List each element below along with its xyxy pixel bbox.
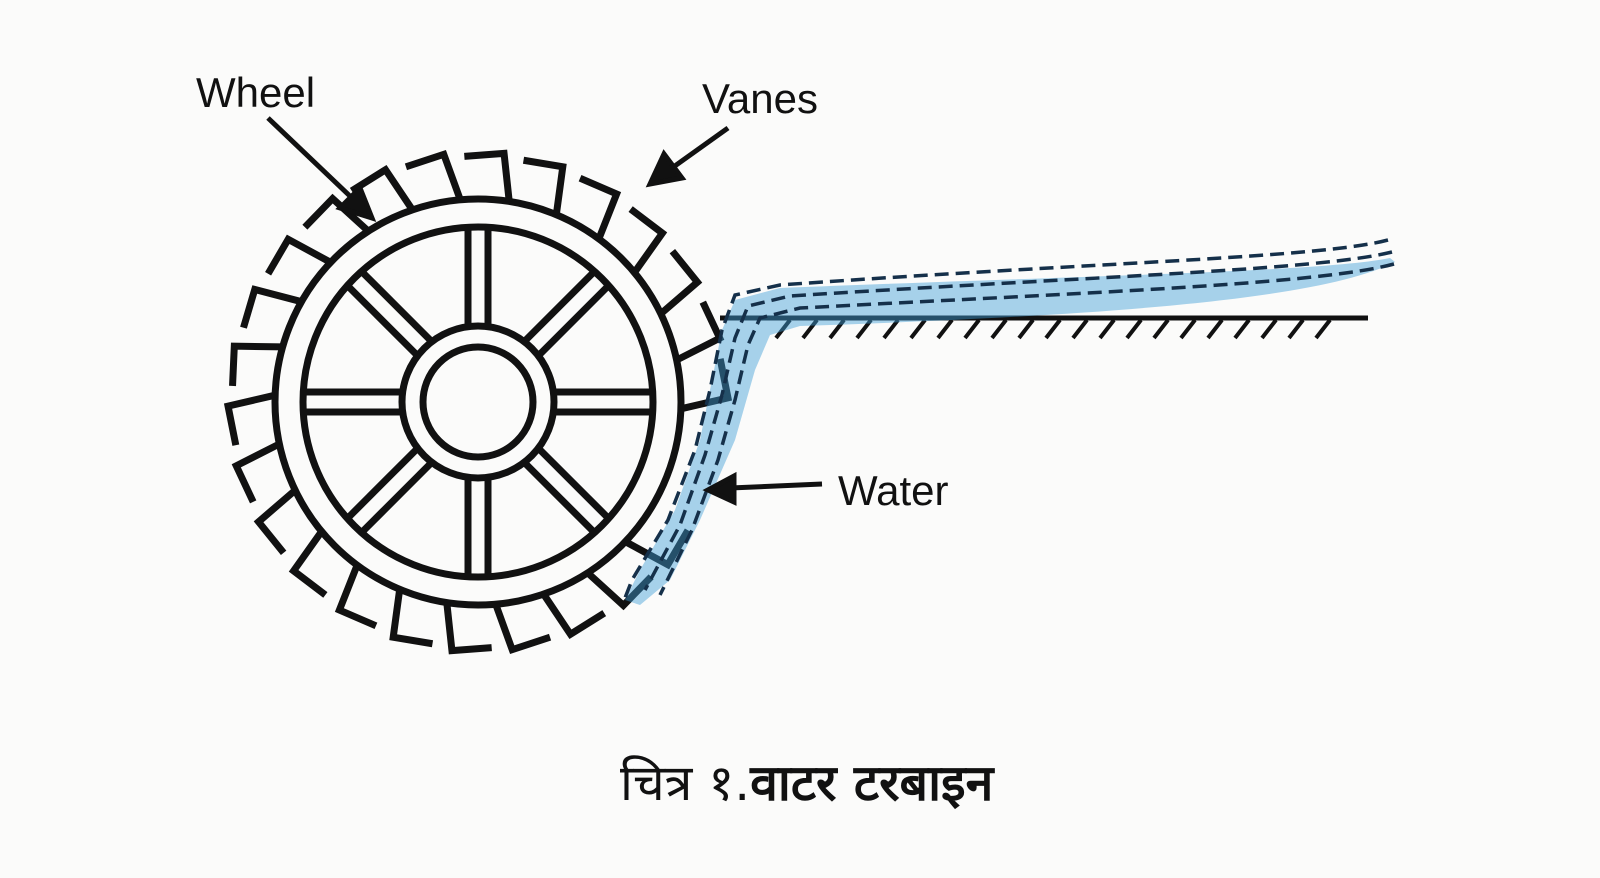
vane (231, 440, 281, 504)
water-streamline (658, 262, 1395, 596)
channel-hatching (774, 318, 1332, 340)
hatch-mark (1233, 318, 1251, 340)
vane (585, 570, 654, 611)
hub-inner (419, 343, 537, 461)
hatch-mark (1125, 318, 1143, 340)
hatch-mark (1179, 318, 1197, 340)
caption-title: वाटर टरबाइन (750, 754, 994, 812)
vane (464, 149, 513, 202)
hatch-mark (1206, 318, 1224, 340)
vane (229, 342, 283, 387)
vanes-arrow-line (670, 125, 730, 171)
water-channel (720, 315, 1368, 340)
figure-caption: चित्र १.वाटर टरबाइन (620, 758, 993, 808)
vanes-label: Vanes (702, 75, 818, 122)
hatch-mark (801, 318, 819, 340)
vane (680, 358, 733, 413)
vane (334, 563, 378, 630)
vane (349, 164, 416, 212)
hatch-mark (1314, 318, 1332, 340)
hatch-mark (1287, 318, 1305, 340)
vanes-arrow-head (645, 149, 687, 188)
spoke-line (358, 460, 434, 536)
hatch-mark (855, 318, 873, 340)
vane (389, 588, 434, 648)
vane (223, 391, 276, 446)
vane (288, 529, 328, 598)
hatch-mark (1071, 318, 1089, 340)
vane (675, 300, 725, 364)
vane (522, 156, 567, 216)
water-streamline (643, 250, 1393, 591)
hatch-mark (1044, 318, 1062, 340)
vane (628, 206, 668, 275)
hub-outer (398, 322, 558, 482)
wheel-outer-rim (271, 195, 685, 609)
spoke-line (536, 282, 612, 358)
hatch-mark (774, 318, 792, 340)
hatch-mark (990, 318, 1008, 340)
spoke-line (522, 460, 598, 536)
hatch-mark (1017, 318, 1035, 340)
spoke-line (522, 268, 598, 344)
wheel-arrow-head (335, 183, 377, 222)
water-streamline (623, 238, 1389, 599)
wheel-vanes (223, 149, 733, 655)
water-fill (625, 258, 1395, 605)
wheel-arrow-line (266, 116, 354, 200)
hatch-mark (1260, 318, 1278, 340)
water-label: Water (838, 467, 949, 514)
wheel-inner-rim (299, 223, 657, 581)
wheel-spokes (303, 227, 653, 577)
vane (265, 234, 333, 276)
vane (240, 285, 303, 329)
label-arrows (266, 116, 823, 506)
hatch-mark (936, 318, 954, 340)
hatch-mark (1152, 318, 1170, 340)
vane (404, 149, 464, 201)
spoke-line (344, 282, 420, 358)
vane (578, 174, 622, 241)
water-arrow-head (702, 471, 737, 506)
hatch-mark (909, 318, 927, 340)
water-arrow-line (729, 481, 823, 491)
hatch-mark (882, 318, 900, 340)
spoke-line (358, 268, 434, 344)
hatch-mark (963, 318, 981, 340)
wheel-label: Wheel (196, 69, 316, 116)
vane (492, 603, 552, 655)
water-flow (623, 238, 1395, 605)
caption-prefix: चित्र १. (620, 754, 751, 812)
vane (443, 602, 492, 655)
turbine-wheel (223, 149, 733, 655)
spoke-line (344, 446, 420, 522)
hatch-mark (828, 318, 846, 340)
vane (658, 249, 703, 317)
vane (302, 193, 371, 234)
vane (623, 528, 691, 570)
vane (253, 487, 298, 555)
vane (540, 592, 607, 640)
hatch-mark (1098, 318, 1116, 340)
spoke-line (536, 446, 612, 522)
